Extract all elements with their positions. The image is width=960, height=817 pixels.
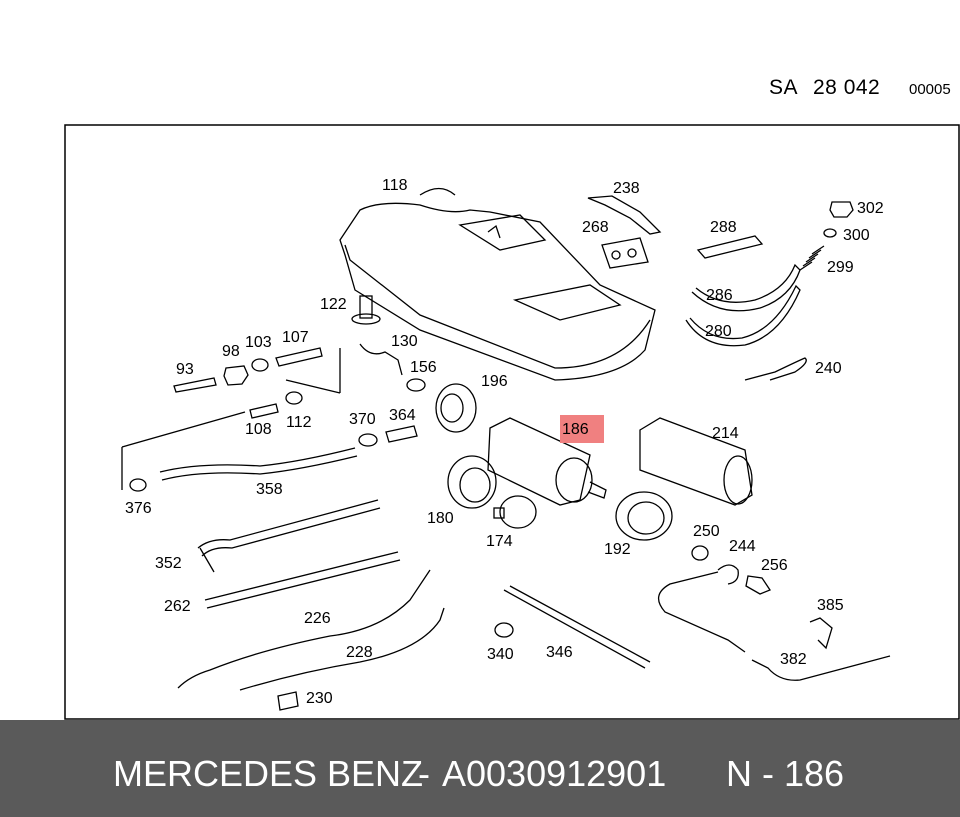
diagram-frame [64, 124, 960, 720]
callout-230: 230 [306, 690, 333, 707]
callout-226: 226 [304, 610, 331, 627]
cable-tie-part[interactable] [744, 357, 807, 381]
hose-107-part[interactable] [275, 347, 323, 367]
callout-103: 103 [245, 334, 272, 351]
callout-280: 280 [705, 323, 732, 340]
callout-250: 250 [693, 523, 720, 540]
fuel-hose-358-part[interactable] [159, 447, 358, 481]
callout-174: 174 [486, 533, 513, 550]
callout-302: 302 [857, 200, 884, 217]
callout-299: 299 [827, 259, 854, 276]
callout-358: 358 [256, 481, 283, 498]
pad-part[interactable] [696, 235, 764, 259]
callout-256: 256 [761, 557, 788, 574]
callout-288: 288 [710, 219, 737, 236]
tank-strap-lower-part[interactable] [685, 284, 801, 347]
footer-position-label: N - 186 [726, 753, 845, 794]
vent-hose-part[interactable] [359, 343, 403, 376]
callout-180: 180 [427, 510, 454, 527]
strap-part[interactable] [587, 195, 662, 235]
nut-98-part[interactable] [223, 365, 249, 386]
fitting-256-part[interactable] [745, 575, 771, 595]
callout-382: 382 [780, 651, 807, 668]
fuel-filter-part[interactable] [639, 417, 753, 506]
tank-strap-upper-part[interactable] [691, 263, 801, 312]
fuel-line-262-part[interactable] [204, 551, 401, 609]
callout-122: 122 [320, 296, 347, 313]
cable-228-part[interactable] [239, 607, 445, 691]
callout-107: 107 [282, 329, 309, 346]
sheet-prefix: SA [769, 76, 799, 99]
footer-bar: MERCEDES BENZ - A0030912901 N - 186 [0, 720, 960, 817]
callout-300: 300 [843, 227, 870, 244]
callout-93: 93 [176, 361, 194, 378]
grommet-part[interactable] [277, 691, 299, 711]
clip-385-part[interactable] [809, 617, 833, 650]
footer-part-number: A0030912901 [442, 753, 667, 794]
clamp-part[interactable] [406, 378, 426, 392]
callout-268: 268 [582, 219, 609, 236]
cable-226-part[interactable] [177, 569, 431, 689]
callout-196: 196 [481, 373, 508, 390]
damper-ring-part[interactable] [435, 383, 477, 433]
callout-346: 346 [546, 644, 573, 661]
hose-108-part[interactable] [249, 403, 279, 419]
fuel-line-346-part[interactable] [503, 585, 651, 669]
insulator-ring-192-part[interactable] [615, 491, 673, 541]
callout-240: 240 [815, 360, 842, 377]
callout-385: 385 [817, 597, 844, 614]
callout-192: 192 [604, 541, 631, 558]
callout-156: 156 [410, 359, 437, 376]
sheet-number: 28 042 [813, 76, 881, 99]
callout-340: 340 [487, 646, 514, 663]
washer-part[interactable] [823, 228, 837, 238]
highlight-box [560, 415, 604, 443]
callout-370: 370 [349, 411, 376, 428]
clamp-340-part[interactable] [494, 622, 514, 638]
nut-part[interactable] [829, 201, 854, 218]
hose-364-part[interactable] [385, 425, 418, 443]
clamp-103-part[interactable] [251, 358, 269, 372]
callout-352: 352 [155, 555, 182, 572]
clamp-112-part[interactable] [285, 391, 303, 405]
callout-262: 262 [164, 598, 191, 615]
valve-part[interactable] [351, 295, 381, 325]
screw-part[interactable] [173, 377, 217, 393]
parts-diagram: 118 238 268 288 302 300 299 286 280 240 … [64, 124, 960, 720]
fuel-line-244-part[interactable] [658, 571, 746, 653]
callout-376: 376 [125, 500, 152, 517]
footer-brand: MERCEDES BENZ [113, 753, 424, 794]
fuel-tank-part[interactable] [339, 187, 656, 381]
clamp-376-part[interactable] [129, 478, 147, 492]
fuel-line-382-part[interactable] [751, 655, 891, 681]
spring-part[interactable] [799, 245, 825, 271]
sheet-code: 00005 [909, 81, 951, 98]
callout-364: 364 [389, 407, 416, 424]
callout-130: 130 [391, 333, 418, 350]
callout-244: 244 [729, 538, 756, 555]
clamp-370-part[interactable] [358, 433, 378, 447]
insulator-ring-part[interactable] [447, 455, 497, 509]
callout-112: 112 [286, 414, 312, 431]
washer-250-part[interactable] [691, 545, 709, 561]
callout-98: 98 [222, 343, 240, 360]
callout-214: 214 [712, 425, 739, 442]
footer-separator: - [418, 753, 430, 794]
callout-286: 286 [706, 287, 733, 304]
banjo-fitting-part[interactable] [717, 564, 739, 585]
rubber-mount-part[interactable] [601, 237, 649, 269]
clamp-174-part[interactable] [493, 495, 537, 529]
callout-118: 118 [382, 177, 408, 194]
callout-108: 108 [245, 421, 272, 438]
fuel-pump-part[interactable] [487, 417, 607, 506]
callout-238: 238 [613, 180, 640, 197]
fuel-line-352-part[interactable] [197, 499, 381, 573]
callout-228: 228 [346, 644, 373, 661]
callout-186: 186 [562, 421, 589, 438]
